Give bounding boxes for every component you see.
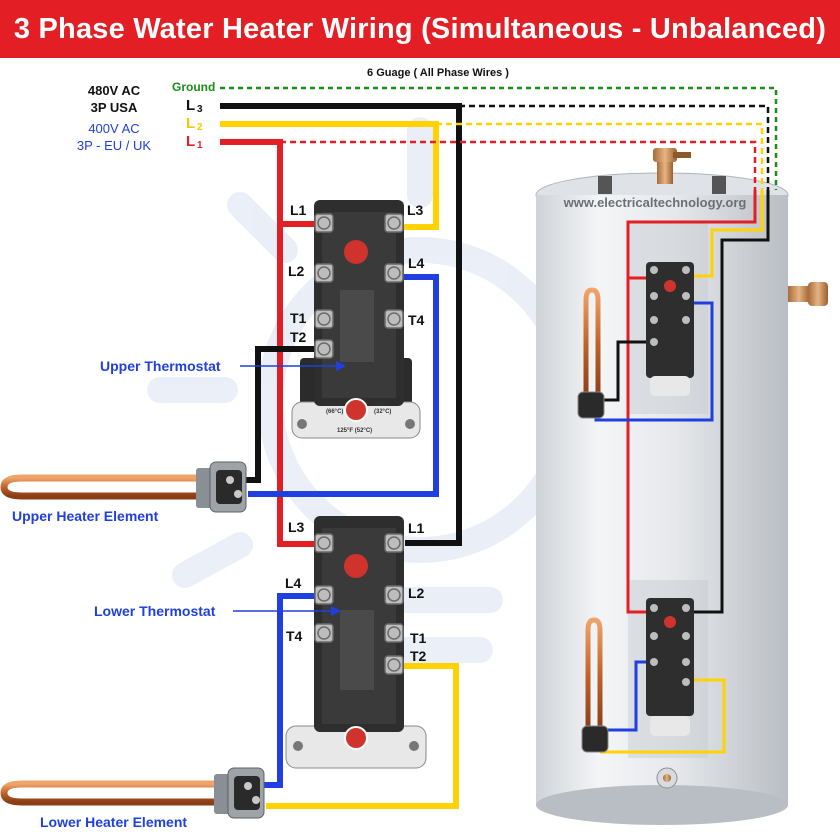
lower-terminal-l1: L1 xyxy=(408,520,425,536)
svg-text:150°F: 150°F xyxy=(326,402,342,408)
svg-text:90°F: 90°F xyxy=(374,402,387,408)
upper-element-blue-wire xyxy=(248,274,439,497)
upper-heater-element-icon xyxy=(0,461,247,513)
tank-lower-thermostat xyxy=(646,598,694,736)
l2-sub-label: 2 xyxy=(197,122,203,133)
l1-wire xyxy=(220,139,316,547)
lower-thermostat-arrow xyxy=(233,606,341,616)
lower-heater-element-icon xyxy=(0,767,265,819)
l1-wire-extension xyxy=(280,140,757,190)
lower-element-yellow-wire xyxy=(266,663,459,809)
upper-terminal-l1: L1 xyxy=(290,202,307,218)
tank-upper-wiring xyxy=(594,190,770,754)
lower-terminal-l2: L2 xyxy=(408,585,425,601)
voltage-eu-line2: 3P - EU / UK xyxy=(77,138,152,153)
lower-terminal-l4: L4 xyxy=(285,575,302,591)
upper-element-black-wire xyxy=(238,346,316,483)
upper-terminal-t2: T2 xyxy=(290,329,307,345)
l1-sub-label: 1 xyxy=(197,140,203,151)
voltage-usa-line2: 3P USA xyxy=(91,100,138,115)
lower-terminal-t2: T2 xyxy=(410,648,427,664)
relief-valve-icon xyxy=(653,148,691,184)
lower-terminal-t1: T1 xyxy=(410,630,427,646)
l3-wire xyxy=(220,103,462,546)
title-bar: 3 Phase Water Heater Wiring (Simultaneou… xyxy=(0,0,840,58)
l3-wire-extension xyxy=(459,104,770,190)
lower-terminal-l3: L3 xyxy=(288,519,305,535)
svg-text:(66°C): (66°C) xyxy=(326,409,343,415)
lower-element-blue-wire xyxy=(262,593,316,788)
wire-gauge-note: 6 Guage ( All Phase Wires ) xyxy=(367,67,509,79)
upper-thermostat-arrow xyxy=(240,361,346,371)
upper-thermostat-label: Upper Thermostat xyxy=(100,358,221,374)
upper-terminal-l2: L2 xyxy=(288,263,305,279)
l2-wire-extension xyxy=(436,122,764,190)
lower-terminal-t4: T4 xyxy=(286,628,303,644)
tank-lower-element-icon xyxy=(581,617,609,753)
tank-upper-element-icon xyxy=(577,287,605,419)
ground-wire xyxy=(220,86,778,190)
svg-text:(32°C): (32°C) xyxy=(374,409,391,415)
upper-terminal-t4: T4 xyxy=(408,312,425,328)
upper-terminal-l4: L4 xyxy=(408,255,425,271)
l2-wire xyxy=(220,121,439,230)
side-valve-icon xyxy=(788,282,828,306)
ground-label: Ground xyxy=(172,80,215,94)
svg-text:125°F (52°C): 125°F (52°C) xyxy=(337,428,372,434)
l2-label: L xyxy=(186,115,195,132)
voltage-eu-line1: 400V AC xyxy=(88,121,139,136)
lower-thermostat xyxy=(285,516,427,769)
upper-element-label: Upper Heater Element xyxy=(12,508,159,524)
drain-valve-icon xyxy=(656,767,678,789)
tank-upper-thermostat xyxy=(646,262,694,396)
l1-label: L xyxy=(186,133,195,150)
upper-terminal-l3: L3 xyxy=(407,202,424,218)
upper-terminal-t1: T1 xyxy=(290,310,307,326)
page-title: 3 Phase Water Heater Wiring (Simultaneou… xyxy=(13,13,827,45)
lower-thermostat-label: Lower Thermostat xyxy=(94,603,216,619)
l3-sub-label: 3 xyxy=(197,104,203,115)
lower-element-label: Lower Heater Element xyxy=(40,814,187,830)
upper-thermostat: 150°F (66°C) 90°F (32°C) 125°F (52°C) xyxy=(291,200,421,439)
website-label: www.electricaltechnology.org xyxy=(563,195,747,210)
l3-label: L xyxy=(186,97,195,114)
voltage-usa-line1: 480V AC xyxy=(88,83,141,98)
